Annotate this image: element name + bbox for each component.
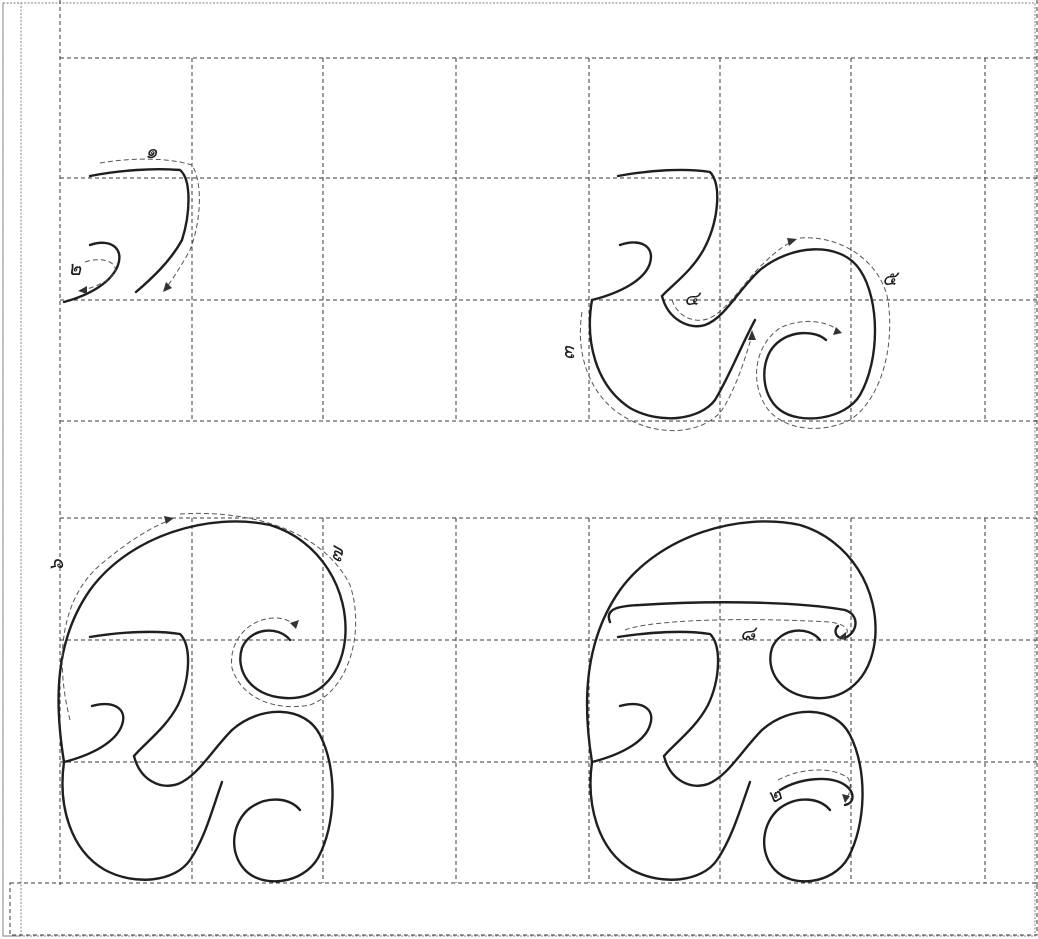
arrowhead-step-8 <box>842 794 850 803</box>
stroke-bowl-lower <box>63 762 222 880</box>
arrowhead-step-6b <box>290 620 299 629</box>
stroke-final-base-1 <box>618 632 718 756</box>
outer-border <box>3 3 1035 936</box>
stroke-lower-loop <box>134 712 333 882</box>
step-number-8: ๘ <box>740 621 758 645</box>
panel-step-1-2: ๑ ๒ <box>64 139 199 302</box>
stroke-base-2 <box>592 242 651 300</box>
step-number-6: ๖ <box>44 558 68 572</box>
arrowhead-step-6a <box>164 516 174 524</box>
stroke-base-glyph-3 <box>90 632 188 756</box>
stroke-step-3 <box>590 300 755 418</box>
practice-grid <box>10 0 1037 935</box>
stroke-base-glyph-3b <box>64 704 123 762</box>
stroke-final-base-2 <box>592 704 651 762</box>
step-number-9: ๒ <box>762 781 786 809</box>
guide-step-6 <box>62 520 170 720</box>
stroke-step-4 <box>662 249 875 418</box>
stroke-base-1 <box>618 170 717 296</box>
panel-step-6: ๖ ๗ <box>44 513 356 881</box>
arrowhead-step-5 <box>833 327 842 335</box>
guide-step-6b <box>180 513 356 706</box>
guide-step-3 <box>580 312 752 431</box>
arrowhead-step-2 <box>78 286 87 294</box>
step-number-4: ๔ <box>684 286 702 310</box>
step-number-2: ๒ <box>68 256 82 280</box>
stroke-step-6 <box>59 521 346 762</box>
left-margin-border <box>3 3 21 936</box>
arrowhead-step-1 <box>163 282 172 292</box>
guide-step-8 <box>778 770 850 798</box>
guide-step-2 <box>82 260 115 290</box>
arrowhead-step-4 <box>787 238 797 246</box>
panel-step-7-8: ๘ ๒ <box>587 521 876 881</box>
step-number-7: ๗ <box>322 542 350 565</box>
stroke-final-loop <box>664 712 863 882</box>
step-number-3: ๓ <box>555 345 579 360</box>
guide-step-5 <box>757 238 890 429</box>
stroke-step-1 <box>90 169 189 292</box>
stroke-final-top <box>587 521 876 762</box>
stroke-final-bowl <box>591 762 750 880</box>
step-number-1: ๑ <box>145 139 158 163</box>
step-number-5: ๕ <box>882 266 900 290</box>
